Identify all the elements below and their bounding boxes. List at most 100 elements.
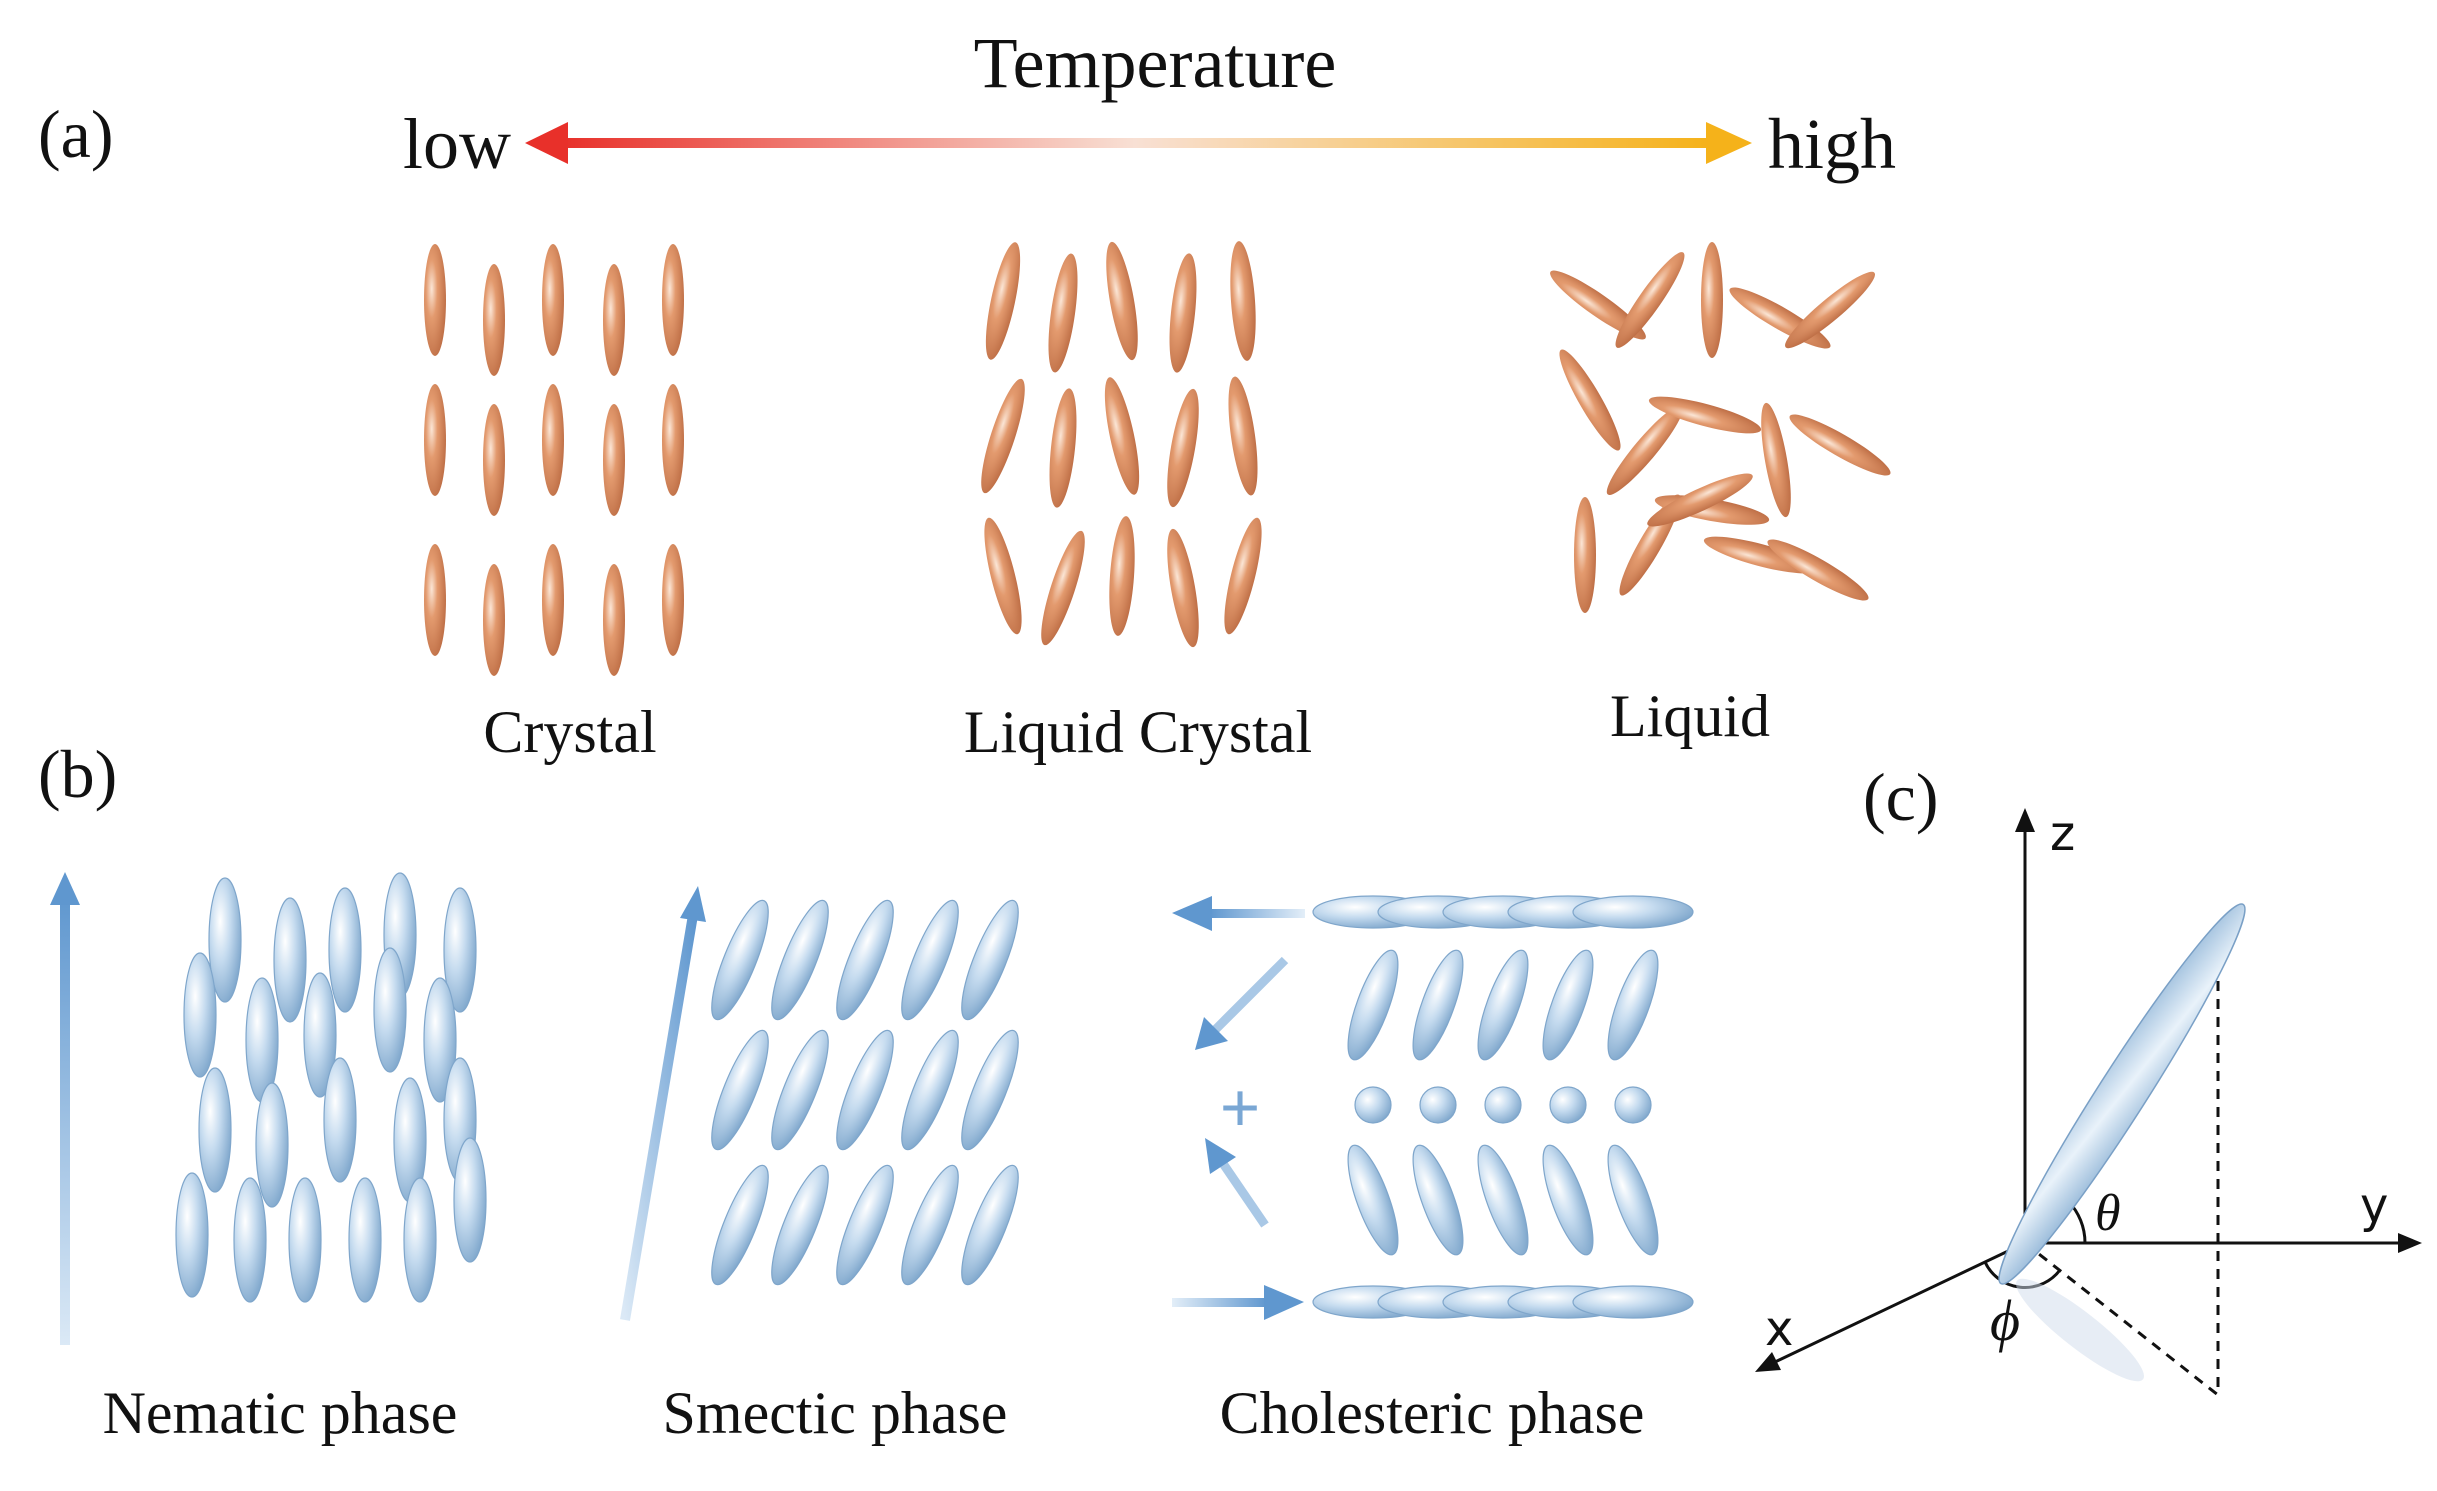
smectic-molecule	[711, 1164, 769, 1286]
nematic-molecule	[323, 1057, 357, 1183]
nematic-label: Nematic phase	[103, 1380, 458, 1446]
smectic-molecule	[711, 899, 769, 1021]
liquid-molecule	[1785, 271, 1875, 349]
liquid-molecule	[1767, 539, 1869, 601]
coordinate-axes	[1755, 808, 2422, 1397]
cholesteric-molecule	[1542, 949, 1594, 1061]
projection-ground	[2024, 1241, 2219, 1397]
cholesteric-molecule	[1354, 1086, 1392, 1124]
liquid-crystal-molecule	[1104, 377, 1140, 495]
cholesteric-molecule	[1572, 895, 1694, 929]
liquid-molecule	[1703, 536, 1817, 574]
crystal-molecule	[542, 384, 564, 496]
panel-b: (b)	[38, 736, 1694, 1446]
liquid-crystal-label: Liquid Crystal	[964, 699, 1312, 765]
smectic-molecule	[771, 1164, 829, 1286]
nematic-molecule	[373, 947, 407, 1073]
smectic-molecule	[711, 1029, 769, 1151]
temperature-arrow	[525, 122, 1752, 164]
crystal-molecule	[424, 244, 446, 356]
theta-symbol: θ	[2095, 1185, 2121, 1242]
cholesteric-molecule	[1614, 1086, 1652, 1124]
smectic-molecule	[961, 1029, 1019, 1151]
smectic-molecule	[836, 1029, 894, 1151]
smectic-director-arrow	[620, 886, 706, 1321]
cholesteric-molecule	[1484, 1086, 1522, 1124]
smectic-molecule	[961, 1164, 1019, 1286]
cholesteric-label: Cholesteric phase	[1220, 1380, 1645, 1446]
nematic-molecule	[423, 977, 457, 1103]
low-label: low	[403, 104, 511, 184]
liquid-crystal-molecule	[981, 378, 1025, 494]
rod-ellipsoid	[1998, 903, 2246, 1285]
nematic-molecule	[233, 1177, 267, 1303]
smectic-molecule	[901, 1029, 959, 1151]
crystal-molecule	[483, 264, 505, 376]
cholesteric-molecule	[1347, 949, 1399, 1061]
chol-arrow-up-left	[1205, 1138, 1269, 1228]
liquid-molecule	[1559, 349, 1621, 451]
liquid-crystal-molecule	[1049, 388, 1077, 508]
nematic-molecule	[453, 1137, 487, 1263]
cholesteric-molecule	[1412, 949, 1464, 1061]
crystal-molecule	[542, 544, 564, 656]
y-axis-label: y	[2360, 1178, 2388, 1234]
smectic-molecules	[711, 899, 1019, 1286]
cholesteric-molecule	[1572, 1285, 1694, 1319]
x-axis-label: x	[1765, 1301, 1793, 1357]
cholesteric-molecule	[1477, 949, 1529, 1061]
smectic-molecule	[901, 899, 959, 1021]
crystal-molecule	[483, 404, 505, 516]
liquid-crystal-molecule	[1224, 517, 1262, 635]
crystal-molecule	[662, 384, 684, 496]
liquid-crystal-molecule	[1048, 253, 1078, 373]
liquid-molecule	[1701, 242, 1723, 358]
liquid-molecule	[1647, 473, 1753, 527]
cholesteric-molecule	[1542, 1144, 1594, 1256]
liquid-crystal-molecule	[1106, 241, 1138, 361]
nematic-molecule	[443, 887, 477, 1013]
liquid-molecule	[1550, 270, 1646, 340]
nematic-molecule	[348, 1177, 382, 1303]
panel-a: (a) Temperature low high Crystal Liquid …	[38, 23, 1896, 765]
liquid-molecule	[1648, 396, 1762, 434]
liquid-crystal-molecules	[981, 241, 1262, 648]
arrow-right-head	[1706, 122, 1752, 164]
nematic-molecule	[328, 887, 362, 1013]
cholesteric-molecule	[1477, 1144, 1529, 1256]
nematic-molecule	[198, 1067, 232, 1193]
crystal-molecule	[424, 384, 446, 496]
panel-a-label: (a)	[38, 96, 113, 172]
crystal-molecule	[542, 244, 564, 356]
molecule-rod	[1998, 903, 2246, 1382]
liquid-crystal-molecule	[985, 242, 1021, 360]
nematic-molecule	[288, 1177, 322, 1303]
liquid-molecule	[1789, 414, 1891, 476]
nematic-molecule	[255, 1082, 289, 1208]
crystal-molecule	[483, 564, 505, 676]
crystal-molecules	[424, 244, 684, 676]
smectic-molecule	[771, 1029, 829, 1151]
liquid-crystal-molecule	[1109, 516, 1135, 636]
cholesteric-molecule	[1549, 1086, 1587, 1124]
nematic-molecule	[183, 952, 217, 1078]
cholesteric-molecules	[1312, 895, 1694, 1319]
chol-arrow-down-left	[1195, 956, 1289, 1050]
high-label: high	[1768, 104, 1896, 184]
liquid-molecule	[1606, 405, 1684, 495]
liquid-crystal-molecule	[1167, 388, 1199, 508]
smectic-molecule	[836, 1164, 894, 1286]
arrow-left-head	[525, 122, 568, 164]
x-axis	[1774, 1241, 2026, 1364]
rod-shadow	[2015, 1278, 2145, 1382]
liquid-molecule	[1574, 497, 1596, 613]
panel-b-label: (b)	[38, 736, 117, 812]
liquid-molecule	[1761, 402, 1791, 518]
cholesteric-molecule	[1419, 1086, 1457, 1124]
smectic-molecule	[836, 899, 894, 1021]
cholesteric-molecule	[1607, 1144, 1659, 1256]
liquid-label: Liquid	[1610, 683, 1770, 749]
smectic-molecule	[771, 899, 829, 1021]
nematic-molecule	[273, 897, 307, 1023]
